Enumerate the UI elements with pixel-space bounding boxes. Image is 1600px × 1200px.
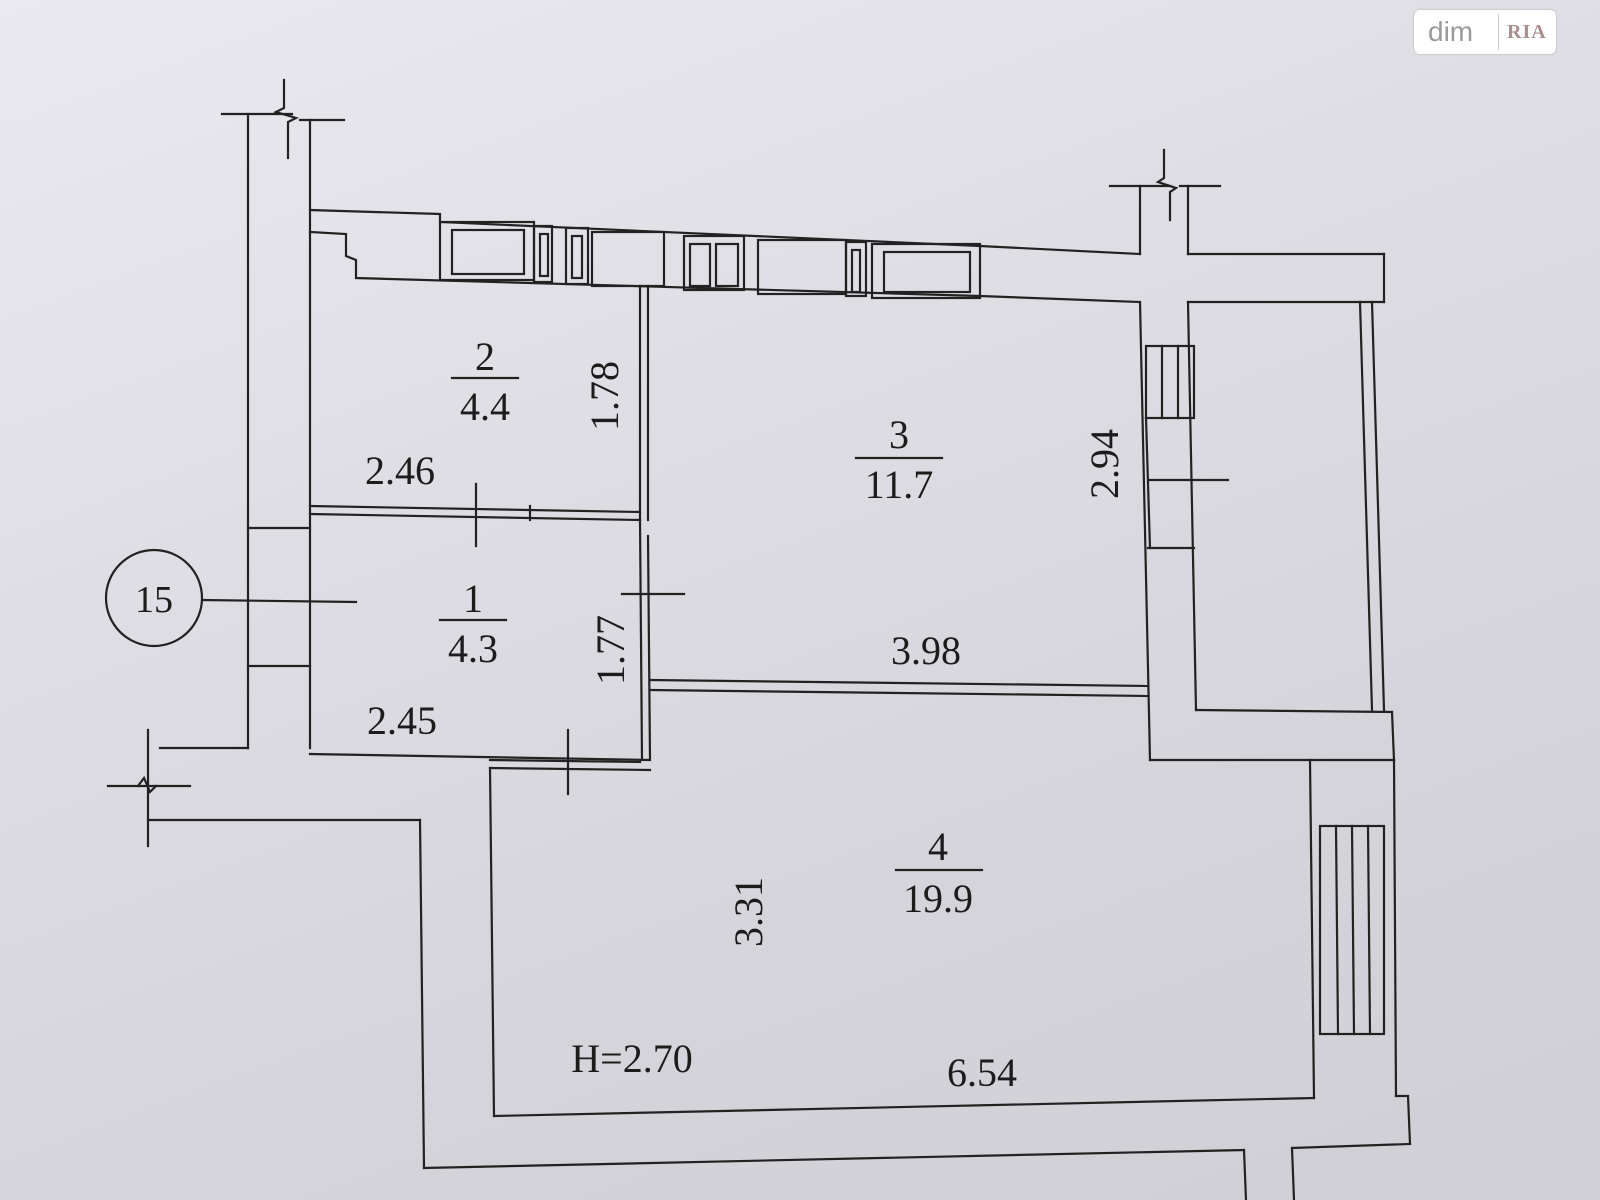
axis-marker-circle [104,548,204,648]
room-4-number: 4 [928,824,948,869]
watermark-logo: RIA [1507,20,1547,43]
door-marks [474,478,1230,796]
room-3-number: 3 [889,412,909,457]
ceiling-height-label: H=2.70 [571,1036,692,1081]
break-line-top-right [1108,148,1222,256]
room-1-number: 1 [463,576,483,621]
room-4-area: 19.9 [903,876,973,921]
room-1-area: 4.3 [448,626,498,671]
top-wall [308,208,1386,304]
room-1-depth-dim: 1.77 [588,615,633,685]
balcony-depth-dim: 2.94 [1082,429,1127,499]
room-4-width-dim: 6.54 [947,1050,1017,1095]
right-wall-room4 [1308,758,1412,1146]
watermark-badge: dim RIA [1414,10,1556,54]
room-3-area: 11.7 [865,462,934,507]
room-4-outline [418,766,1412,1200]
watermark-divider [1498,14,1499,50]
room-3-width-dim: 3.98 [891,628,961,673]
watermark-text: dim [1428,16,1474,47]
room-1-outline [308,518,652,772]
axis-leader [200,598,358,604]
central-wall [1138,300,1198,762]
break-line-bottom-left [106,728,422,848]
axis-marker-label: 15 [135,579,173,621]
room-3-outline [648,678,1150,698]
room-4-depth-dim: 3.31 [726,877,771,947]
room-2-width-dim: 2.46 [365,448,435,493]
left-exterior-wall [158,78,346,750]
room-2-area: 4.4 [460,384,510,429]
balcony [1148,300,1396,762]
room-2-number: 2 [475,334,495,379]
room-2-depth-dim: 1.78 [582,361,627,431]
room-1-width-dim: 2.45 [367,698,437,743]
